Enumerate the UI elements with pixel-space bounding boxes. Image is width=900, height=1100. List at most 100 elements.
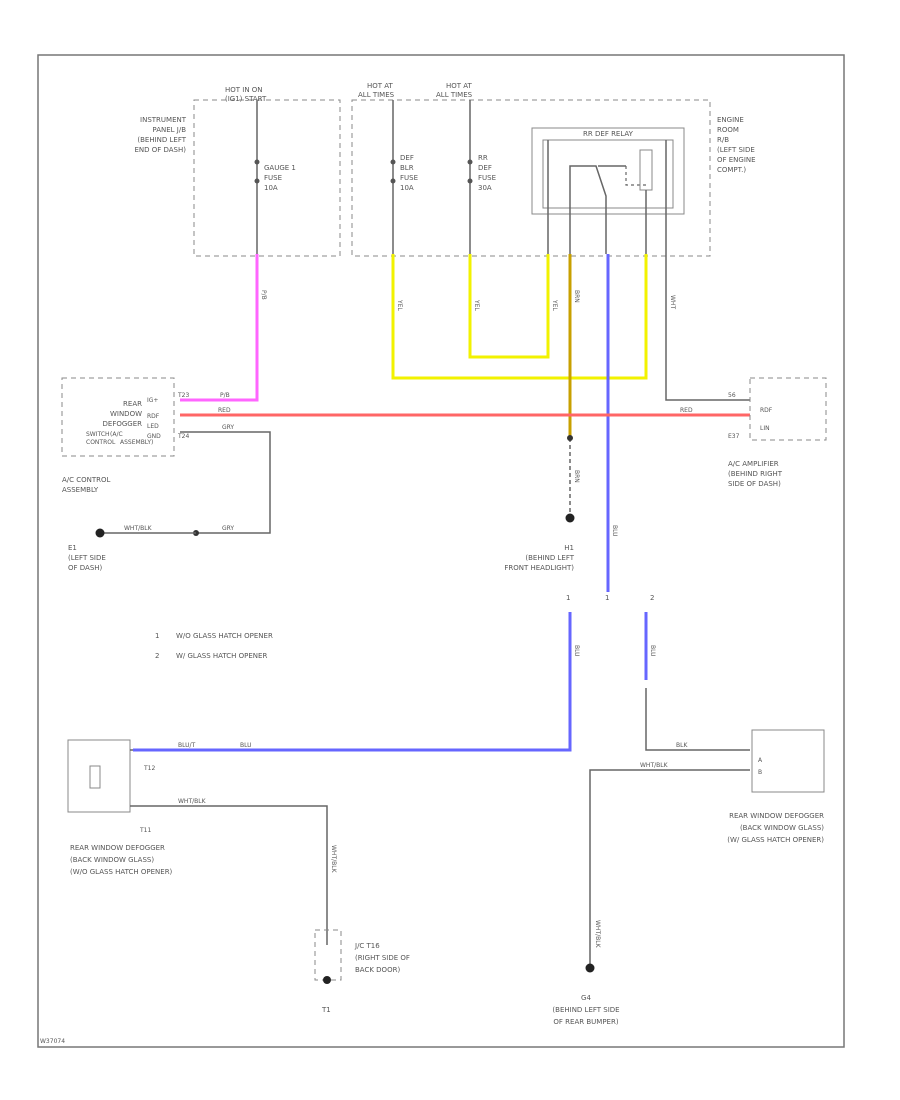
amp-pin-rdef: RDF	[760, 407, 773, 414]
def-blr-fuse-1: DEF	[400, 154, 414, 162]
ground-g4-loc-2: OF REAR BUMPER)	[553, 1018, 618, 1026]
def2-pin-a: A	[758, 757, 763, 764]
ac-amplifier	[749, 377, 827, 441]
defogger-1-heater-icon	[89, 765, 101, 789]
defogger-1-title-1: REAR WINDOW DEFOGGER	[70, 844, 165, 852]
relay-switch	[569, 165, 607, 214]
rr-def-dot-1	[467, 159, 473, 165]
ac-pin-rdf: RDF	[147, 413, 160, 420]
junction-id: J/C T16	[354, 942, 380, 950]
rr-def-fuse-3: FUSE	[478, 174, 496, 182]
yel-label-1: YEL	[396, 299, 403, 311]
def1-pin-t12: T12	[143, 765, 155, 772]
rr-def-relay-inner	[542, 139, 674, 209]
yellow-wire-inner	[468, 254, 550, 359]
blk-def2-label: BLK	[676, 742, 688, 749]
blue-branch-1-label: BLU	[573, 645, 580, 657]
branch-mark-mid: 1	[605, 594, 609, 602]
amp-pin-id-2: E37	[728, 433, 740, 440]
rr-def-relay	[531, 127, 685, 215]
legend-text-2: W/ GLASS HATCH OPENER	[176, 652, 267, 660]
gauge-fuse-word: FUSE	[264, 174, 282, 182]
blue-t12-label-1: BLU/T	[178, 742, 196, 749]
ac-switch-name-5: (A/C	[110, 431, 123, 438]
gauge-fuse-dot-2	[254, 178, 260, 184]
feed1-line1: HOT AT	[367, 82, 394, 90]
junction-connector	[314, 929, 342, 981]
amp-title-1: A/C AMPLIFIER	[728, 460, 779, 468]
diagram-frame	[37, 54, 845, 1048]
whtblk-down-label: WHT/BLK	[330, 845, 337, 874]
def-blr-fuse-4: 10A	[400, 184, 414, 192]
erb-loc-5: OF ENGINE	[717, 156, 756, 164]
ground-h1-loc-2: FRONT HEADLIGHT)	[504, 564, 574, 572]
yel-label-3: YEL	[551, 299, 558, 311]
gry-label-2: GRY	[222, 525, 234, 532]
ground-g4-id: G4	[581, 994, 591, 1002]
defogger-1-title-2: (BACK WINDOW GLASS)	[70, 856, 154, 864]
ip-jb-loc-2: PANEL J/B	[152, 126, 186, 134]
ip-jb-loc-1: INSTRUMENT	[140, 116, 187, 124]
ac-pin-igplus: IG+	[147, 397, 158, 404]
ac-switch-name-7: ASSEMBLY)	[120, 439, 153, 446]
brn-label-2: BRN	[573, 470, 580, 483]
def2-pin-b: B	[758, 769, 762, 776]
wht-relay-wire	[665, 254, 750, 401]
ac-switch-name-4: SWITCH	[86, 431, 110, 438]
amp-pin-lin: LIN	[760, 425, 770, 432]
gauge-fuse-dot-1	[254, 159, 260, 165]
ip-junction-block	[193, 99, 341, 257]
ground-h1-id: H1	[564, 544, 574, 552]
def-blr-fuse-3: FUSE	[400, 174, 418, 182]
legend-num-2: 2	[155, 652, 159, 660]
relay-label: RR DEF RELAY	[583, 130, 634, 138]
ac-control-assembly	[61, 377, 175, 457]
blue-branch-1-wire	[133, 612, 572, 752]
junction-loc-1: (RIGHT SIDE OF	[355, 954, 410, 962]
ground-e1-loc-1: (LEFT SIDE	[68, 554, 106, 562]
relay-coil	[639, 149, 653, 191]
ac-control-title-1: A/C CONTROL	[62, 476, 111, 484]
diagram-code: W37074	[40, 1038, 65, 1045]
ground-h1-icon	[565, 513, 575, 523]
rr-def-dot-2	[467, 178, 473, 184]
pink-wire-label: P/B	[260, 290, 267, 300]
def-blr-dot-2	[390, 178, 396, 184]
erb-loc-6: COMPT.)	[717, 166, 746, 174]
ac-pin-id-1: T23	[177, 392, 189, 399]
ac-switch-name-2: WINDOW	[110, 410, 142, 418]
ac-pin-led: LED	[147, 423, 159, 430]
ground-e1-loc-2: OF DASH)	[68, 564, 103, 572]
whtblk-g4-label: WHT/BLK	[594, 920, 601, 949]
ip-feed-line1: HOT IN ON	[225, 86, 263, 94]
ground-t1-id: T1	[321, 1006, 331, 1014]
defogger-2-title-3: (W/ GLASS HATCH OPENER)	[727, 836, 824, 844]
ground-g4-icon	[585, 963, 595, 973]
ac-pin-id-2: T24	[177, 433, 189, 440]
ground-g4-loc-1: (BEHIND LEFT SIDE	[552, 1006, 619, 1014]
ground-e1-id: E1	[68, 544, 77, 552]
yel-label-2: YEL	[473, 299, 480, 311]
brn-label: BRN	[573, 290, 580, 303]
pink-wire-label-2: P/B	[220, 392, 230, 399]
ground-h1-loc-1: (BEHIND LEFT	[525, 554, 574, 562]
ground-t1-icon	[323, 976, 331, 984]
rear-defogger-2	[751, 729, 825, 793]
ip-jb-loc-3: (BEHIND LEFT	[137, 136, 186, 144]
erb-loc-1: ENGINE	[717, 116, 744, 124]
rr-def-fuse-2: DEF	[478, 164, 492, 172]
gauge-fuse-amps: 10A	[264, 184, 278, 192]
yellow-wire-outer	[391, 254, 648, 380]
whtblk-def2-label: WHT/BLK	[640, 762, 669, 769]
amp-title-3: SIDE OF DASH)	[728, 480, 781, 488]
blue-t12-label-2: BLU	[240, 742, 252, 749]
ip-feed-line2: (IG1) START	[225, 95, 267, 103]
feed1-line2: ALL TIMES	[358, 91, 395, 99]
erb-loc-2: ROOM	[717, 126, 739, 134]
def-blr-dot-1	[390, 159, 396, 165]
whtblk-t11-label: WHT/BLK	[178, 798, 207, 805]
feed2-line1: HOT AT	[446, 82, 473, 90]
ac-pin-gnd: GND	[147, 433, 161, 440]
erb-loc-3: R/B	[717, 136, 729, 144]
amp-pin-id-1: 56	[728, 392, 736, 399]
